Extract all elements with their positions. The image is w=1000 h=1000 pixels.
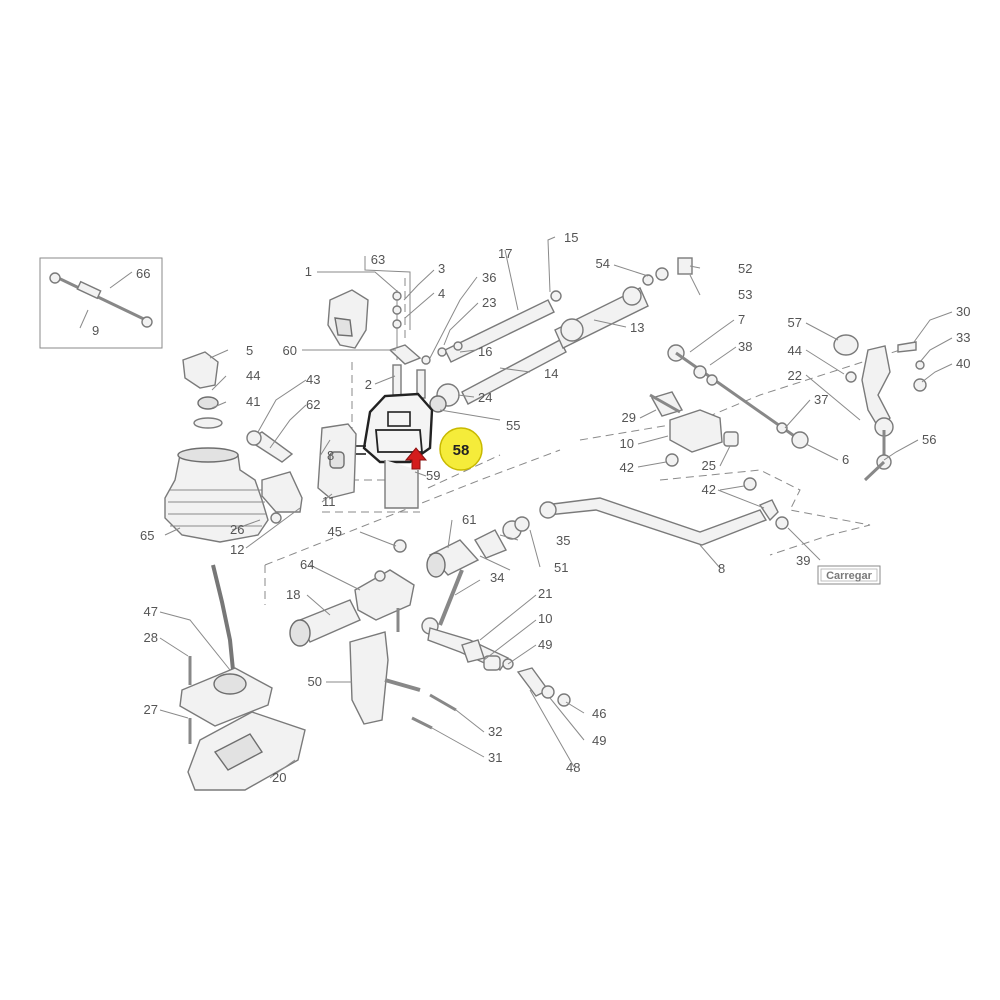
callout-7: 7 [738, 312, 745, 327]
callout-11: 11 [322, 494, 336, 509]
callout-62: 62 [306, 397, 320, 412]
gear-lever-parts [179, 564, 306, 791]
selector-rods [421, 257, 693, 413]
callout-63: 63 [371, 252, 385, 267]
callout-26: 26 [230, 522, 244, 537]
far-right-parts [833, 334, 927, 482]
callout-29: 29 [622, 410, 636, 425]
callout-18: 18 [286, 587, 300, 602]
callout-44b: 44 [788, 343, 802, 358]
callout-9: 9 [92, 323, 99, 338]
callout-8-rod: 8 [718, 561, 725, 576]
callout-39: 39 [796, 553, 810, 568]
callout-51: 51 [554, 560, 568, 575]
bracket-part-8 [317, 423, 357, 499]
callout-60: 60 [283, 343, 297, 358]
callout-54: 54 [596, 256, 610, 271]
callout-49b: 49 [592, 733, 606, 748]
callout-labels: 1 63 3 4 60 2 36 23 16 17 15 54 52 53 13… [92, 230, 970, 785]
callout-36: 36 [482, 270, 496, 285]
callout-33: 33 [956, 330, 970, 345]
stamp-text: Carregar [826, 570, 873, 582]
callout-12: 12 [230, 542, 244, 557]
lower-right-parts [349, 627, 571, 730]
carregar-stamp: Carregar [817, 565, 881, 585]
callout-46: 46 [592, 706, 606, 721]
callout-35: 35 [556, 533, 570, 548]
callout-65: 65 [140, 528, 154, 543]
bracket-parts [327, 289, 426, 399]
callout-31: 31 [488, 750, 502, 765]
callout-23: 23 [482, 295, 496, 310]
u-bolt-part-59 [384, 460, 419, 509]
callout-55: 55 [506, 418, 520, 433]
callout-43: 43 [306, 372, 320, 387]
shift-boot-part [164, 351, 269, 543]
callout-10-right: 10 [620, 436, 634, 451]
inset-detail-box [39, 257, 163, 349]
callout-17: 17 [498, 246, 512, 261]
center-shaft-parts [393, 516, 530, 635]
callout-16: 16 [478, 344, 492, 359]
callout-30: 30 [956, 304, 970, 319]
callout-27: 27 [144, 702, 158, 717]
callout-45: 45 [328, 524, 342, 539]
highlight-callout-58[interactable]: 58 [439, 427, 483, 471]
callout-34: 34 [490, 570, 504, 585]
callout-61: 61 [462, 512, 476, 527]
callout-21: 21 [538, 586, 552, 601]
callout-57: 57 [788, 315, 802, 330]
callout-42a: 42 [620, 460, 634, 475]
long-rod-part-8 [539, 497, 789, 546]
callout-20: 20 [272, 770, 286, 785]
callout-24: 24 [478, 390, 492, 405]
callout-40: 40 [956, 356, 970, 371]
leader-lines [159, 236, 953, 779]
right-linkage-parts [649, 344, 809, 491]
highlight-label: 58 [453, 442, 470, 459]
callout-48: 48 [566, 760, 580, 775]
callout-28: 28 [144, 630, 158, 645]
callout-37: 37 [814, 392, 828, 407]
callout-38: 38 [738, 339, 752, 354]
callout-64: 64 [300, 557, 314, 572]
callout-66: 66 [136, 266, 150, 281]
callout-59: 59 [426, 468, 440, 483]
shift-housing-part-58 [352, 392, 434, 464]
callout-53: 53 [738, 287, 752, 302]
callout-56: 56 [922, 432, 936, 447]
callout-2: 2 [365, 377, 372, 392]
callout-32: 32 [488, 724, 502, 739]
callout-3: 3 [438, 261, 445, 276]
callout-6: 6 [842, 452, 849, 467]
callout-10-lower: 10 [538, 611, 552, 626]
callout-50: 50 [308, 674, 322, 689]
callout-4: 4 [438, 286, 445, 301]
left-small-parts [246, 430, 303, 524]
callout-13: 13 [630, 320, 644, 335]
callout-52: 52 [738, 261, 752, 276]
red-pointer-arrow [404, 447, 428, 470]
callout-47: 47 [144, 604, 158, 619]
callout-25: 25 [702, 458, 716, 473]
callout-42b: 42 [702, 482, 716, 497]
callout-8-bracket: 8 [327, 448, 334, 463]
callout-22: 22 [788, 368, 802, 383]
callout-5: 5 [246, 343, 253, 358]
lower-shaft-parts [289, 569, 415, 647]
callout-14: 14 [544, 366, 558, 381]
callout-49a: 49 [538, 637, 552, 652]
callout-44a: 44 [246, 368, 260, 383]
callout-1: 1 [305, 264, 312, 279]
callout-15: 15 [564, 230, 578, 245]
callout-41: 41 [246, 394, 260, 409]
